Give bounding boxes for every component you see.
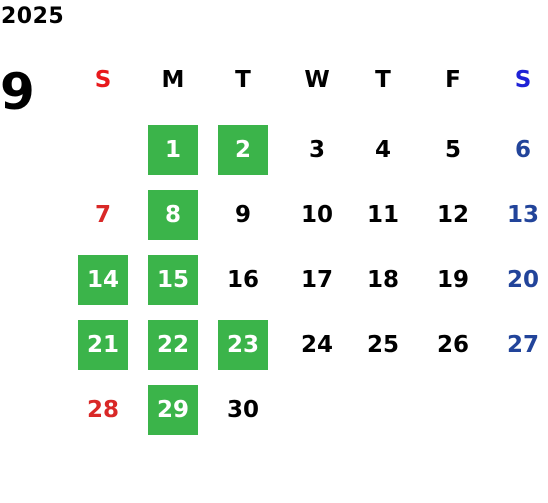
day-cell: 28: [86, 397, 119, 423]
day-cell: 7: [94, 202, 111, 228]
day-cell: 27: [506, 332, 539, 358]
day-cell: 13: [506, 202, 539, 228]
day-cell-highlighted: 22: [148, 320, 198, 370]
day-cell: 30: [226, 397, 259, 423]
weekday-header-2: T: [235, 67, 251, 93]
day-cell-highlighted: 23: [218, 320, 268, 370]
calendar-year: 2025: [1, 4, 65, 29]
day-cell: 3: [308, 137, 325, 163]
weekday-header-0: S: [94, 67, 112, 93]
day-cell: 16: [226, 267, 259, 293]
day-cell-highlighted: 21: [78, 320, 128, 370]
weekday-header-5: F: [445, 67, 461, 93]
day-cell: 19: [436, 267, 469, 293]
day-cell: 6: [514, 137, 531, 163]
weekday-header-3: W: [304, 67, 330, 93]
day-cell: 20: [506, 267, 539, 293]
weekday-header-6: S: [514, 67, 532, 93]
day-cell: 4: [374, 137, 391, 163]
day-cell-highlighted: 2: [218, 125, 268, 175]
calendar-month: 9: [0, 63, 35, 121]
day-cell: 5: [444, 137, 461, 163]
day-cell: 24: [300, 332, 333, 358]
day-cell-highlighted: 14: [78, 255, 128, 305]
day-cell-highlighted: 15: [148, 255, 198, 305]
day-cell: 26: [436, 332, 469, 358]
day-cell: 9: [234, 202, 251, 228]
day-cell: 25: [366, 332, 399, 358]
day-cell: 11: [366, 202, 399, 228]
day-cell: 18: [366, 267, 399, 293]
day-cell-highlighted: 29: [148, 385, 198, 435]
day-cell-highlighted: 1: [148, 125, 198, 175]
weekday-header-1: M: [161, 67, 185, 93]
day-cell: 10: [300, 202, 333, 228]
day-cell-highlighted: 8: [148, 190, 198, 240]
day-cell: 12: [436, 202, 469, 228]
weekday-header-4: T: [375, 67, 391, 93]
day-cell: 17: [300, 267, 333, 293]
